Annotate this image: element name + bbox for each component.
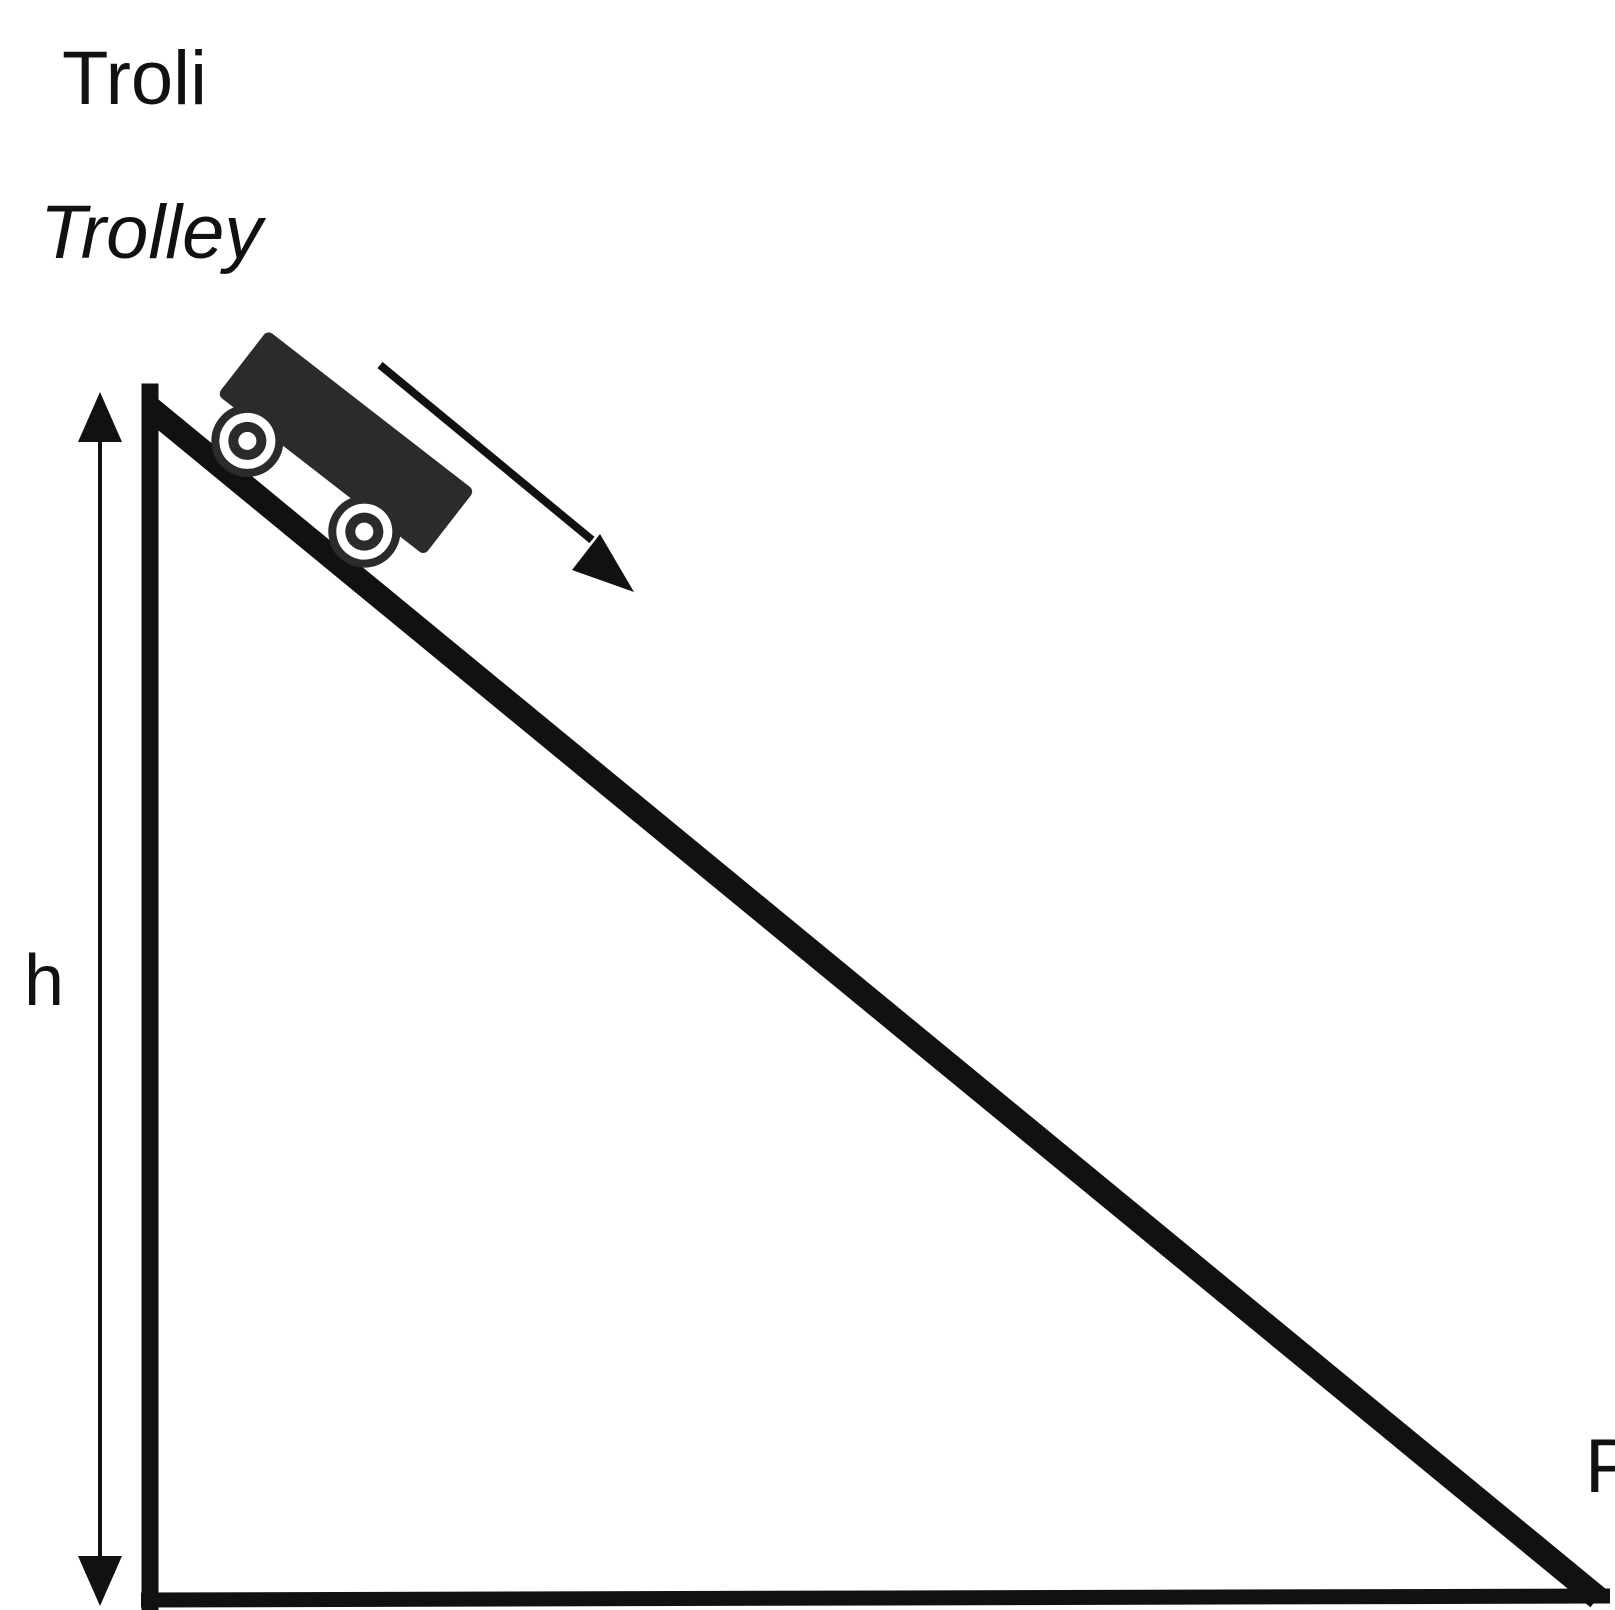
trolley-body <box>219 332 473 553</box>
label-height: h <box>24 941 64 1021</box>
height-arrow-head-up <box>78 392 122 442</box>
label-troli: Troli <box>62 36 207 121</box>
label-point-p: P <box>1585 1424 1615 1509</box>
height-arrow <box>78 392 122 1606</box>
motion-arrow-head <box>572 534 634 592</box>
ramp <box>140 383 1611 1610</box>
trolley-wheel-rear <box>328 495 401 568</box>
label-trolley: Trolley <box>40 190 266 275</box>
motion-arrow <box>377 361 634 592</box>
height-arrow-head-down <box>78 1556 122 1606</box>
trolley-wheel-front <box>211 404 284 477</box>
motion-arrow-line <box>377 361 595 544</box>
ramp-slope <box>142 398 1606 1608</box>
ramp-base <box>140 1588 1611 1608</box>
trolley <box>211 332 473 568</box>
